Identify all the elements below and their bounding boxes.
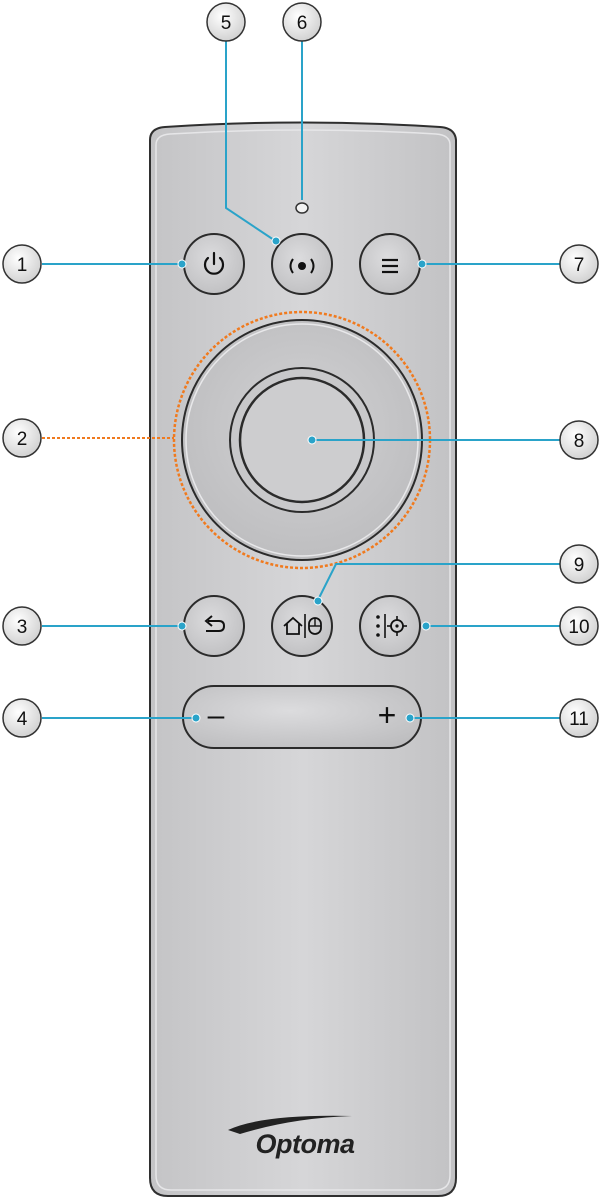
callout-9: 9 — [559, 544, 599, 584]
svg-text:10: 10 — [568, 617, 589, 638]
callout-4: 4 — [2, 698, 42, 738]
menu-icon — [382, 258, 398, 274]
callout-11: 11 — [559, 698, 599, 738]
svg-text:11: 11 — [569, 709, 589, 730]
options-target-button[interactable] — [359, 595, 421, 657]
callout-2: 2 — [2, 418, 42, 458]
menu-button[interactable] — [359, 233, 421, 295]
power-icon — [203, 251, 225, 275]
callout-5: 5 — [206, 2, 246, 42]
callout-7: 7 — [559, 244, 599, 284]
callout-1: 1 — [2, 244, 42, 284]
svg-text:8: 8 — [574, 431, 585, 452]
svg-text:6: 6 — [297, 13, 308, 34]
select-button[interactable] — [229, 367, 375, 513]
callout-8: 8 — [559, 420, 599, 460]
svg-text:7: 7 — [574, 255, 585, 276]
callout-lines — [42, 40, 560, 723]
volume-up-button[interactable]: + — [378, 697, 397, 733]
led-indicator-icon — [295, 202, 309, 214]
svg-text:5: 5 — [221, 13, 232, 34]
back-button[interactable] — [183, 595, 245, 657]
svg-text:9: 9 — [574, 555, 585, 576]
callout-10: 10 — [559, 606, 599, 646]
power-button[interactable] — [183, 233, 245, 295]
volume-down-button[interactable]: – — [208, 699, 225, 732]
callout-3: 3 — [2, 606, 42, 646]
callout-6: 6 — [282, 2, 322, 42]
svg-text:3: 3 — [17, 617, 28, 638]
back-arrow-icon — [204, 615, 226, 632]
pairing-icon — [289, 258, 315, 274]
brand-name: Optoma — [255, 1129, 354, 1159]
home-mouse-icon — [283, 614, 322, 638]
svg-text:4: 4 — [17, 709, 28, 730]
options-target-icon — [376, 614, 407, 638]
home-mouse-button[interactable] — [271, 595, 333, 657]
svg-text:1: 1 — [17, 255, 28, 276]
svg-text:2: 2 — [17, 429, 28, 450]
brand-logo: Optoma — [228, 1115, 355, 1159]
pairing-button[interactable] — [271, 233, 333, 295]
